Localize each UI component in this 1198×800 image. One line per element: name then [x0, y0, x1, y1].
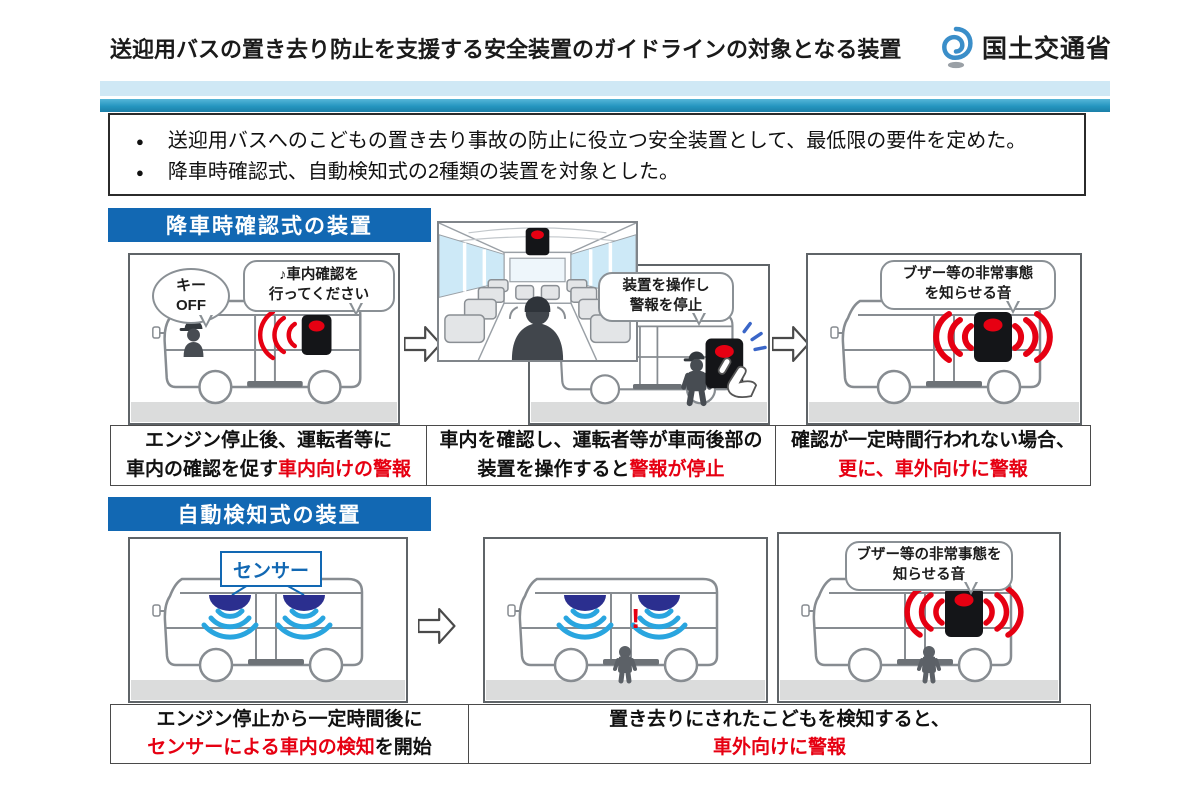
mlit-swirl-icon [942, 26, 973, 69]
caption-sensor-1: エンジン停止から一定時間後に センサーによる車内の検知を開始 [110, 704, 469, 764]
bubble-buzzer-sound: ブザー等の非常事態を 知らせる音 [845, 541, 1013, 595]
ministry-name: 国土交通省 [982, 35, 1113, 63]
ground [131, 402, 397, 422]
alert-exclamation: ! [631, 603, 641, 634]
ground [131, 680, 405, 700]
sensor-label: センサー [220, 551, 322, 587]
ground [531, 402, 767, 422]
page-title: 送迎用バスの置き去り防止を支援する安全装置のガイドラインの対象となる装置 [110, 37, 902, 62]
bullet-icon: ● [136, 134, 144, 149]
header-bar-teal [100, 99, 1110, 112]
bubble-check-announcement: ♪車内確認を 行ってください [243, 260, 395, 316]
panel-sensor-step1: センサー [128, 537, 408, 703]
caption-deboard-2: 車内を確認し、運転者等が車両後部の 装置を操作すると警報が停止 [426, 425, 776, 486]
caption-deboard-3: 確認が一定時間行われない場合、 更に、車外向けに警報 [775, 425, 1091, 486]
ground [809, 402, 1079, 422]
intro-box: ● 送迎用バスへのこどもの置き去り事故の防止に役立つ安全装置として、最低限の要件… [108, 113, 1086, 196]
panel-bus-interior [437, 221, 638, 362]
bullet-icon: ● [136, 165, 144, 180]
flow-arrow-icon [418, 608, 456, 644]
section1-badge: 降車時確認式の装置 [108, 208, 431, 242]
caption-sensor-2: 置き去りにされたこどもを検知すると、 車外向けに警報 [468, 704, 1091, 764]
bubble-key-off: キー OFF [152, 268, 230, 328]
ground [780, 680, 1058, 700]
ground [486, 680, 765, 700]
flow-arrow-icon [772, 326, 810, 362]
panel-sensor-step2: ! [483, 537, 768, 703]
intro-bullet-1: ● 送迎用バスへのこどもの置き去り事故の防止に役立つ安全装置として、最低限の要件… [126, 126, 1074, 157]
bus-illustration [548, 313, 767, 423]
bubble-buzzer-sound: ブザー等の非常事態 を知らせる音 [880, 260, 1056, 314]
intro-bullet-2: ● 降車時確認式、自動検知式の2種類の装置を対象とした。 [126, 157, 1074, 188]
caption-deboard-1: エンジン停止後、運転者等に 車内の確認を促す車内向けの警報 [110, 425, 427, 486]
ministry-logo: 国土交通省 [938, 24, 1112, 70]
bus-illustration [506, 577, 719, 701]
bus-interior-illustration [439, 223, 636, 360]
header-bar-light [100, 81, 1110, 96]
bubble-stop-alarm: 装置を操作し 警報を停止 [598, 272, 734, 326]
section2-badge: 自動検知式の装置 [108, 497, 431, 531]
